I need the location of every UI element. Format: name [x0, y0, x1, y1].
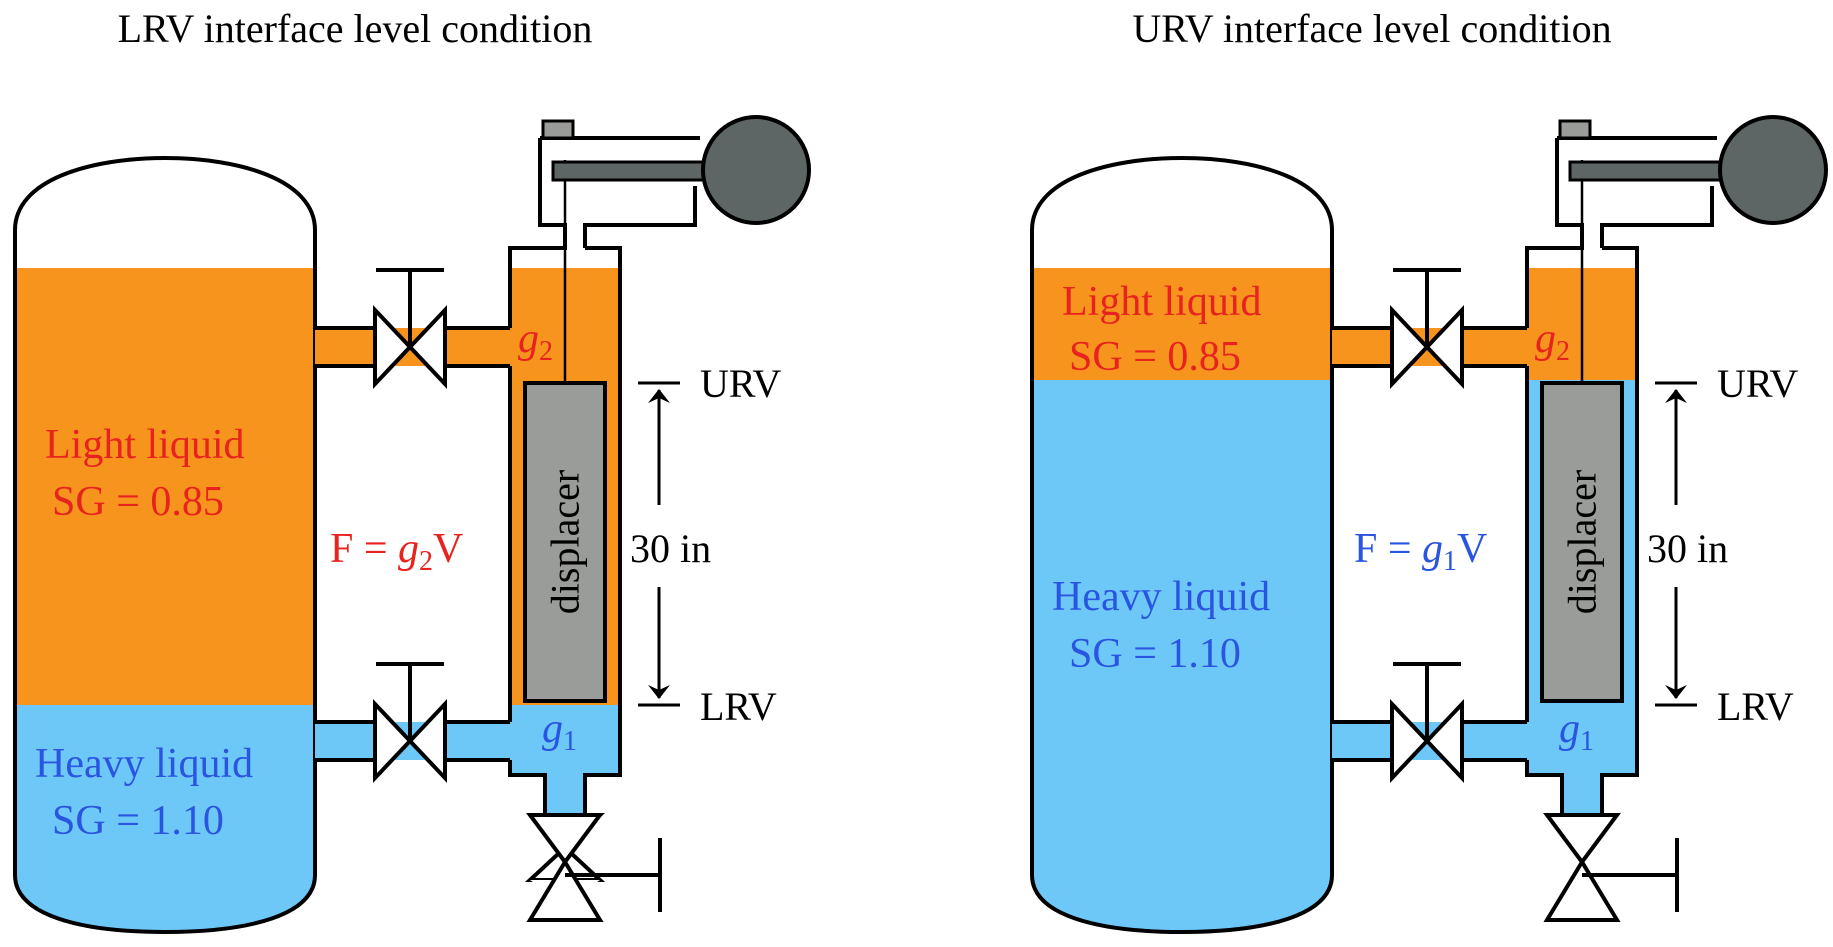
transmitter	[1568, 115, 1828, 225]
transmitter	[551, 115, 811, 225]
heavy-liquid-layer-vessel	[1032, 380, 1332, 932]
displacer: displacer	[1540, 381, 1624, 703]
heavy-liquid-layer-vessel	[15, 705, 315, 932]
cage-heavy-liquid	[510, 705, 620, 775]
vessel	[13, 155, 317, 935]
lrv-label: LRV	[700, 684, 777, 729]
gamma-lower-label: g1	[1559, 706, 1594, 757]
vessel-empty-space	[15, 158, 315, 265]
light-liquid-name: Light liquid	[45, 422, 245, 468]
buoyant-force-equation: F = g2V	[330, 526, 463, 577]
torque-tube	[551, 160, 715, 182]
upper-block-valve	[373, 268, 447, 390]
light-liquid-sg: SG = 0.85	[1069, 334, 1241, 380]
span-label: 30 in	[630, 526, 711, 571]
light-liquid-label: Light liquid SG = 0.85	[45, 422, 245, 525]
displacer-label: displacer	[543, 470, 588, 614]
lower-block-valve	[1390, 662, 1464, 784]
torque-tube	[1568, 160, 1732, 182]
panel-title: LRV interface level condition	[118, 6, 593, 51]
range-marker: URV LRV 30 in	[1647, 361, 1798, 729]
heavy-liquid-label: Heavy liquid SG = 1.10	[35, 741, 253, 844]
light-liquid-layer-vessel	[15, 268, 315, 705]
gamma-upper-label: g2	[518, 316, 553, 367]
transmitter-head	[1718, 115, 1828, 225]
vessel-wall	[13, 155, 317, 935]
heavy-liquid-sg: SG = 1.10	[1069, 631, 1241, 677]
panel-lrv-condition: LRV interface level condition	[13, 6, 811, 935]
buoyant-force-equation: F = g1V	[1354, 526, 1487, 577]
displacer-label: displacer	[1560, 470, 1605, 614]
upper-block-valve	[1390, 268, 1464, 390]
cage-drain-liquid	[1562, 775, 1602, 815]
drain-valve	[524, 813, 662, 930]
urv-label: URV	[700, 361, 781, 406]
vessel-wall	[1030, 155, 1334, 935]
light-liquid-sg: SG = 0.85	[52, 479, 224, 525]
cage-drain-liquid	[545, 775, 585, 815]
heavy-liquid-name: Heavy liquid	[35, 741, 253, 787]
upper-nozzle	[315, 326, 515, 368]
light-liquid-layer-vessel	[1032, 268, 1332, 380]
gamma-lower-label: g1	[542, 706, 577, 757]
range-marker: URV LRV 30 in	[630, 361, 781, 729]
urv-label: URV	[1717, 361, 1798, 406]
light-liquid-label: Light liquid SG = 0.85	[1062, 279, 1262, 380]
gamma-upper-label: g2	[1535, 316, 1570, 367]
heavy-liquid-sg: SG = 1.10	[52, 798, 224, 844]
vessel	[1030, 155, 1334, 935]
panel-urv-condition: URV interface level condition	[1030, 6, 1828, 935]
heavy-liquid-label: Heavy liquid SG = 1.10	[1052, 574, 1270, 677]
heavy-liquid-name: Heavy liquid	[1052, 574, 1270, 620]
displacer: displacer	[523, 381, 607, 703]
transmitter-head	[701, 115, 811, 225]
span-label: 30 in	[1647, 526, 1728, 571]
lower-block-valve	[373, 662, 447, 784]
panel-title: URV interface level condition	[1132, 6, 1611, 51]
lrv-label: LRV	[1717, 684, 1794, 729]
drain-valve	[1543, 813, 1679, 922]
light-liquid-name: Light liquid	[1062, 279, 1262, 325]
